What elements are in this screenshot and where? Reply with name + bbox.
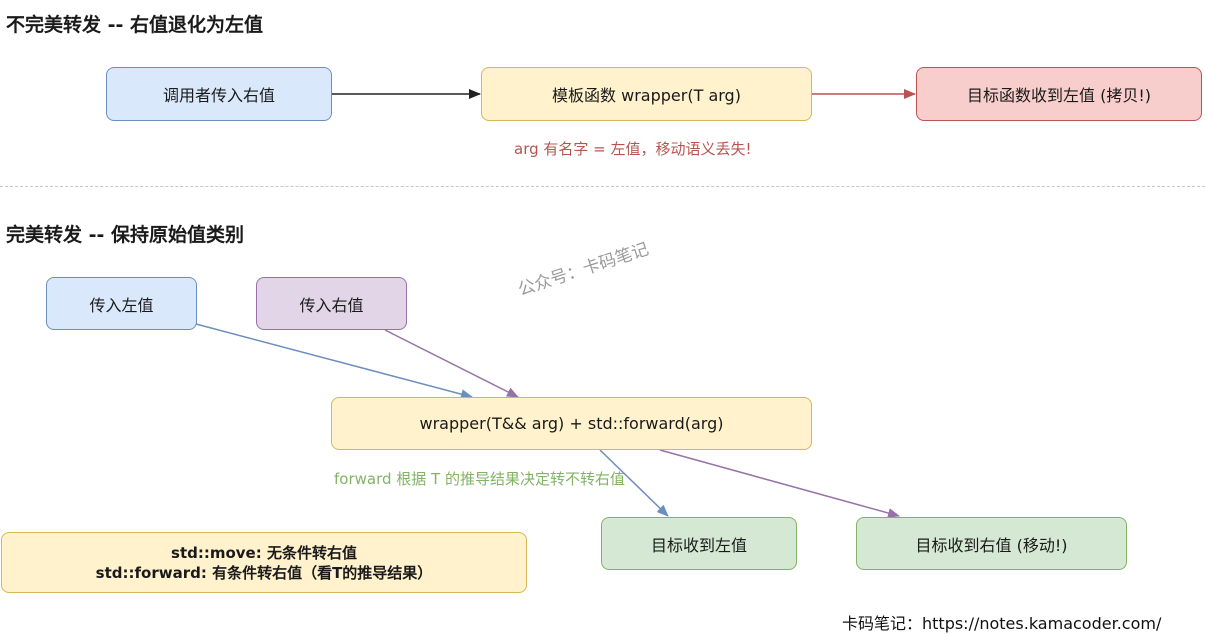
target-rvalue-box: 目标收到右值 (移动!)	[856, 517, 1127, 570]
pass-lvalue-box: 传入左值	[46, 277, 197, 330]
target-lvalue-box: 目标收到左值	[601, 517, 797, 570]
target-lvalue-label: 目标收到左值	[650, 535, 747, 555]
wrapper-by-value-box: 模板函数 wrapper(T arg)	[481, 67, 812, 121]
target-receives-lvalue-label: 目标函数收到左值 (拷贝!)	[967, 86, 1151, 105]
pass-rvalue-label: 传入右值	[299, 295, 364, 315]
footer-link[interactable]: 卡码笔记：https://notes.kamacoder.com/	[842, 614, 1162, 633]
target-rvalue-label: 目标收到右值 (移动!)	[915, 535, 1068, 555]
pass-lvalue-label: 传入左值	[89, 295, 154, 315]
arrow-rvalue-to-wrapper	[384, 329, 519, 398]
pass-rvalue-box: 传入右值	[256, 277, 407, 330]
target-receives-lvalue-box: 目标函数收到左值 (拷贝!)	[916, 67, 1202, 121]
move-vs-forward-summary: std::move: 无条件转右值 std::forward: 有条件转右值（看…	[1, 532, 527, 593]
forward-wrapper-label: wrapper(T&& arg) + std::forward(arg)	[419, 414, 724, 433]
section-title-imperfect: 不完美转发 -- 右值退化为左值	[6, 14, 264, 36]
caller-rvalue-label: 调用者传入右值	[162, 86, 275, 105]
imperfect-note: arg 有名字 = 左值，移动语义丢失!	[514, 140, 752, 158]
perfect-note: forward 根据 T 的推导结果决定转不转右值	[334, 470, 625, 488]
arrow-wrapper-to-target-rvalue	[659, 449, 900, 518]
summary-line-forward: std::forward: 有条件转右值（看T的推导结果）	[95, 563, 433, 582]
arrow-wrapper-to-target-lvalue	[599, 449, 669, 517]
wrapper-by-value-label: 模板函数 wrapper(T arg)	[552, 86, 741, 105]
forward-wrapper-box: wrapper(T&& arg) + std::forward(arg)	[331, 397, 812, 450]
arrow-lvalue-to-wrapper	[195, 323, 473, 400]
caller-rvalue-box: 调用者传入右值	[106, 67, 332, 121]
section-divider	[0, 186, 1205, 187]
section-title-perfect: 完美转发 -- 保持原始值类别	[6, 224, 245, 246]
summary-line-move: std::move: 无条件转右值	[171, 543, 357, 562]
